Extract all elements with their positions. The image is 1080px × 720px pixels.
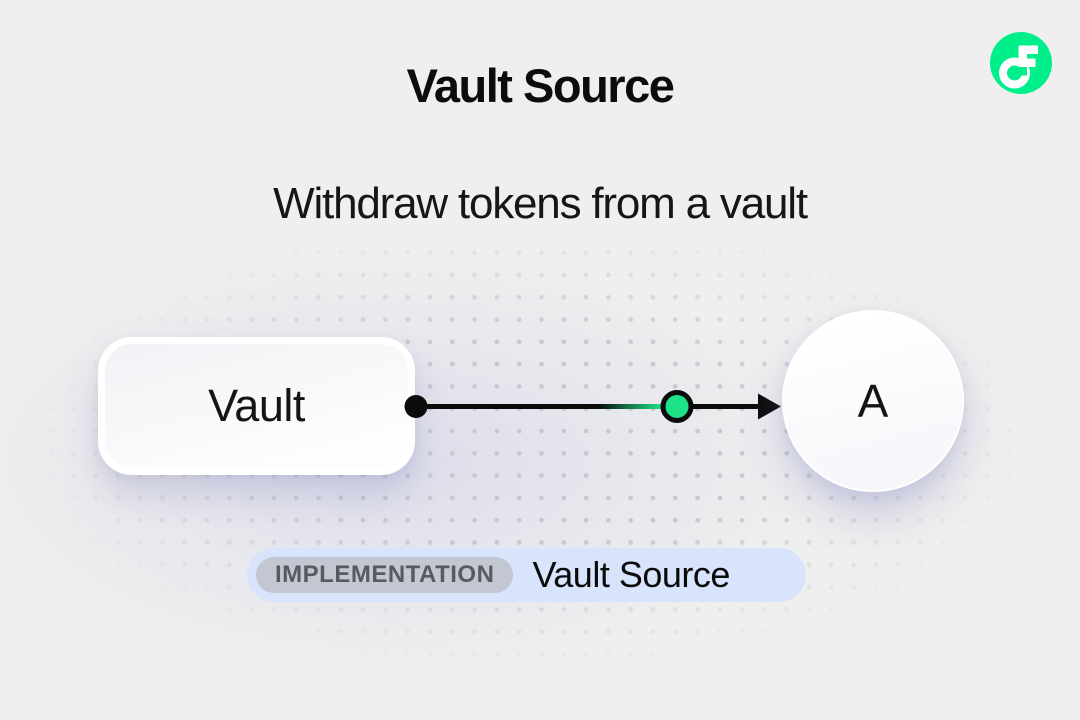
implementation-tag: IMPLEMENTATION	[256, 557, 514, 593]
edge-mid-marker-dot	[660, 390, 694, 423]
account-node: A	[782, 310, 964, 492]
vault-node-label: Vault	[208, 380, 305, 431]
flow-glyph-topbar	[1018, 45, 1038, 54]
page-title: Vault Source	[406, 59, 675, 112]
vault-node: Vault	[98, 337, 415, 475]
page-subtitle: Withdraw tokens from a vault	[273, 179, 808, 228]
implementation-badge: IMPLEMENTATION Vault Source	[247, 548, 806, 602]
edge-arrow	[404, 390, 781, 423]
edge-start-dot	[404, 395, 428, 418]
flow-glyph-stem	[1018, 45, 1027, 67]
flow-logo-icon	[990, 32, 1052, 94]
arrowhead-icon	[758, 393, 781, 420]
flow-glyph-notch	[1018, 67, 1027, 76]
flow-logo-glyph	[999, 45, 1038, 89]
implementation-value: Vault Source	[532, 554, 730, 595]
flow-glyph-crossbar	[1027, 58, 1036, 67]
account-node-label: A	[857, 375, 889, 427]
